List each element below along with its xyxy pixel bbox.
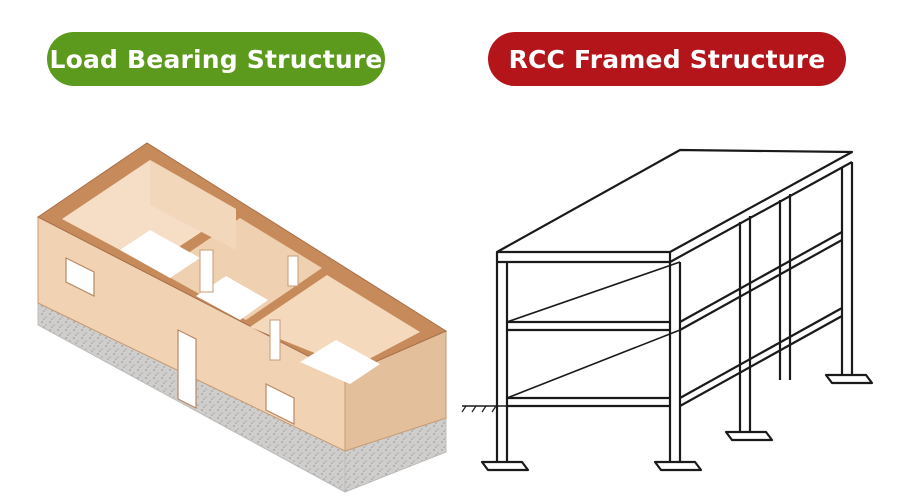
room-1-floor: [120, 230, 200, 278]
interior-door-2: [287, 255, 299, 287]
footings: [480, 373, 874, 472]
column-back-right: [840, 162, 854, 375]
room-3-interior: [250, 275, 420, 368]
column-back-middle: [738, 216, 752, 432]
floor-beams-side: [679, 231, 843, 407]
column-back-center: [778, 194, 792, 380]
floor-beams-front: [507, 320, 670, 408]
rcc-framed-title: RCC Framed Structure: [488, 32, 846, 86]
room-1-back-wall: [150, 160, 236, 250]
floor-slab-edges: [506, 261, 681, 399]
load-bearing-building-illustration: [37, 142, 448, 493]
interior-door-3: [269, 319, 281, 361]
window-left: [65, 257, 95, 297]
room-3-floor: [300, 340, 380, 384]
front-door: [177, 329, 197, 409]
window-right: [265, 383, 295, 425]
roof-slab: [495, 148, 854, 254]
load-bearing-title: Load Bearing Structure: [47, 32, 385, 86]
column-front-left: [495, 262, 509, 462]
column-front-right: [668, 262, 682, 462]
room-2-floor: [196, 276, 268, 320]
interior-door-1: [199, 249, 214, 293]
rcc-frame-illustration: [461, 148, 874, 472]
